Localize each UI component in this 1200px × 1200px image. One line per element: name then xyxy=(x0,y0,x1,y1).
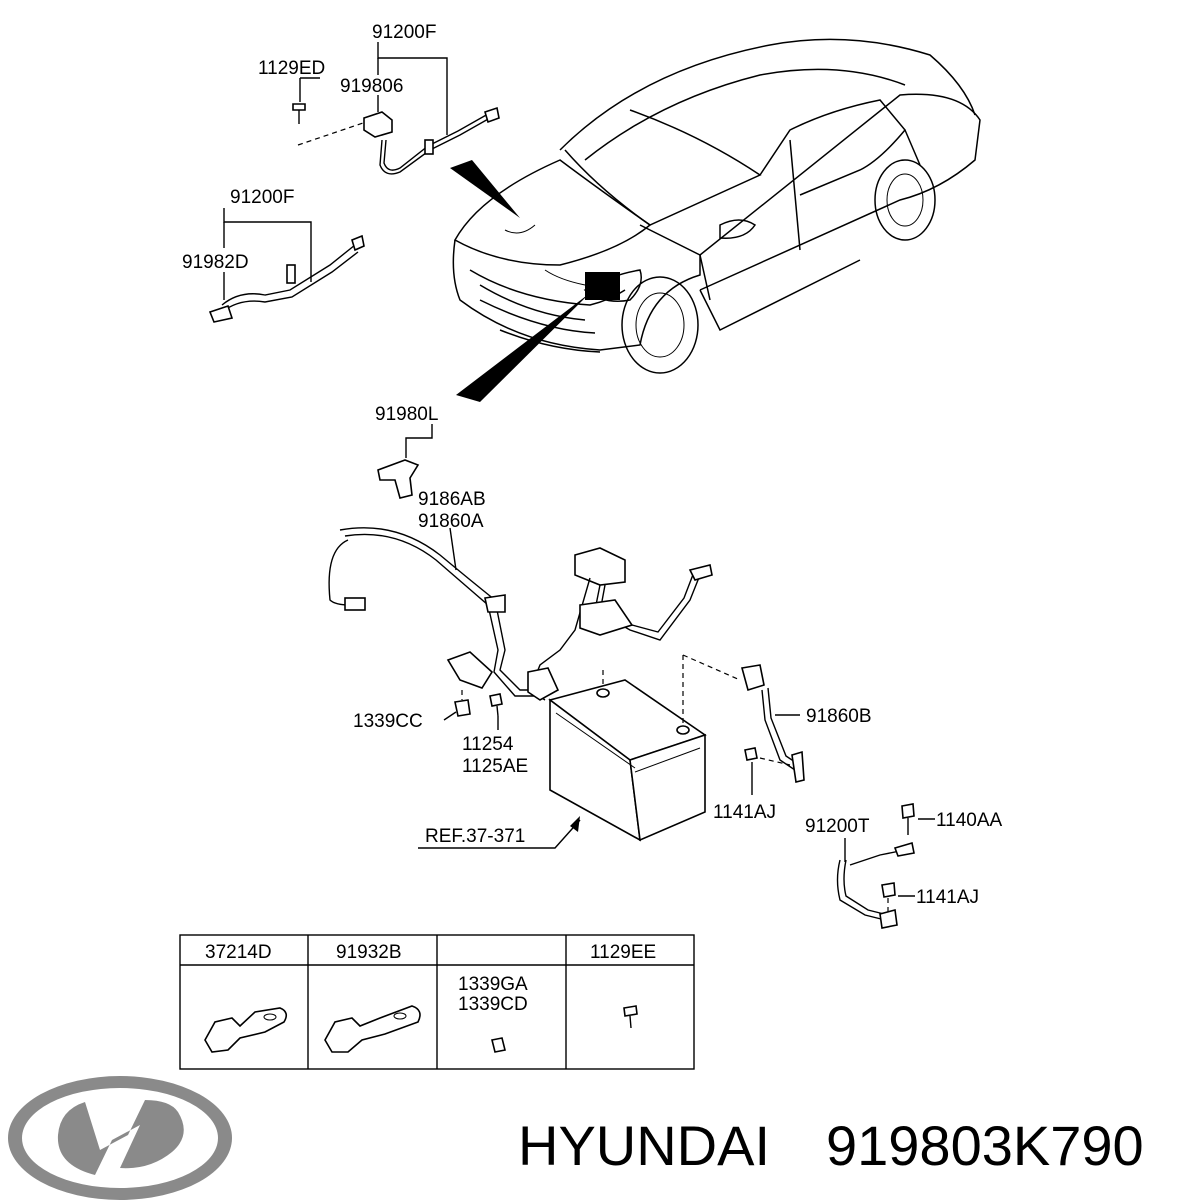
terminal-91932B-icon xyxy=(324,1005,421,1053)
label-91860A: 91860A xyxy=(418,511,484,532)
label-919806: 919806 xyxy=(340,76,403,97)
label-9186AB: 9186AB xyxy=(418,489,486,510)
label-1339CC: 1339CC xyxy=(353,711,423,732)
label-1140AA: 1140AA xyxy=(936,810,1003,831)
pointer-wedge-top xyxy=(450,160,520,218)
table-cell-1339GA: 1339GA xyxy=(458,974,528,995)
label-1141AJ-b: 1141AJ xyxy=(916,887,979,908)
table-header-1: 37214D xyxy=(205,942,272,963)
label-11254: 11254 xyxy=(462,734,514,755)
label-91200F-mid: 91200F xyxy=(230,187,294,208)
nut-1339GA-icon xyxy=(491,1037,506,1053)
table-header-4: 1129EE xyxy=(590,942,656,963)
part-labels: 91200F 1129ED 919806 91200F 91982D 91980… xyxy=(182,22,1003,908)
cable-91200T xyxy=(836,803,935,929)
label-91982D: 91982D xyxy=(182,252,249,273)
label-ref-37-371: REF.37-371 xyxy=(425,826,525,847)
table-cell-1339CD: 1339CD xyxy=(458,994,528,1015)
label-91980L: 91980L xyxy=(375,404,438,425)
harness-91860A xyxy=(328,527,713,730)
group-91200F-top xyxy=(292,42,500,175)
label-91860B: 91860B xyxy=(806,706,872,727)
pointer-wedge-bottom xyxy=(456,293,590,402)
group-91200F-mid xyxy=(208,208,365,323)
bracket-91980L xyxy=(377,424,433,499)
car-illustration xyxy=(452,38,981,374)
parts-table: 37214D 91932B 1129EE 1339GA 1339CD xyxy=(179,934,695,1070)
table-header-2: 91932B xyxy=(336,942,402,963)
cable-91860B xyxy=(740,664,805,795)
label-1129ED: 1129ED xyxy=(258,58,325,79)
footer-part-number: 919803K790 xyxy=(826,1114,1144,1177)
label-1141AJ-a: 1141AJ xyxy=(713,802,776,823)
hyundai-logo-icon xyxy=(8,1076,232,1200)
label-91200T: 91200T xyxy=(805,816,870,837)
footer-brand: HYUNDAI xyxy=(518,1114,770,1177)
label-91200F-top: 91200F xyxy=(372,22,436,43)
battery xyxy=(418,654,741,849)
screw-1129EE-icon xyxy=(623,1005,638,1017)
label-1125AE: 1125AE xyxy=(462,756,528,777)
